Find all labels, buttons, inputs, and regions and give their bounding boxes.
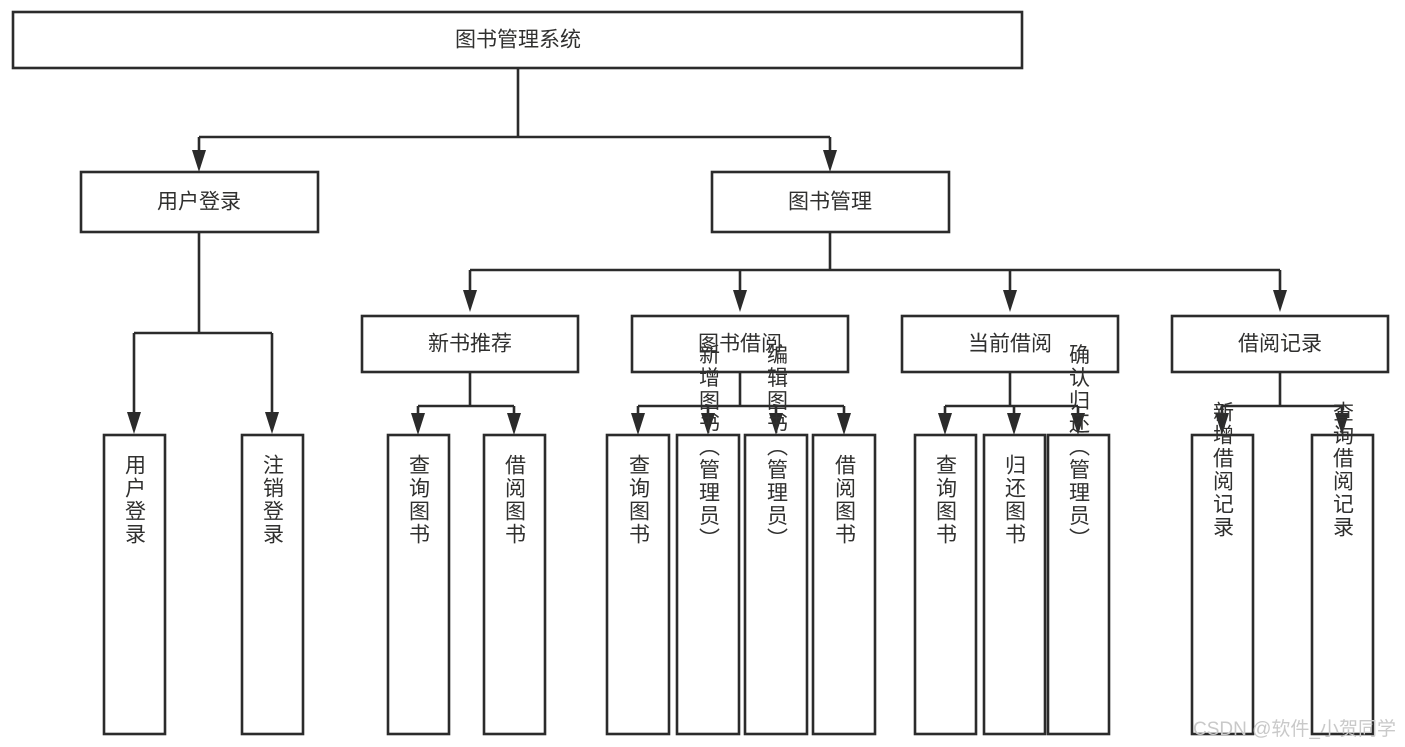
node-leaf-user-login-label: 用户登录 <box>123 454 147 546</box>
node-leaf-rec-query-book-label: 查询图书 <box>407 454 431 546</box>
arrow-to-new-book-rec <box>463 290 477 312</box>
node-leaf-rec-borrow-book[interactable]: 借阅图书 <box>482 433 547 736</box>
node-user-login-box[interactable] <box>79 170 320 234</box>
node-leaf-cur-query-book-box[interactable] <box>913 433 978 736</box>
node-book-borrow-box[interactable] <box>630 314 850 374</box>
node-user-login-label: 用户登录 <box>157 191 241 214</box>
node-root-box[interactable] <box>11 10 1024 70</box>
node-leaf-rec-add-record[interactable]: 新增借阅记录 <box>1190 401 1255 736</box>
node-leaf-borrow-query-book-box[interactable] <box>605 433 671 736</box>
node-leaf-rec-add-record-label: 新增借阅记录 <box>1211 401 1235 539</box>
node-leaf-borrow-add-book-box[interactable] <box>675 433 741 736</box>
node-book-manage[interactable]: 图书管理 <box>710 170 951 234</box>
arrow-to-book-borrow <box>733 290 747 312</box>
node-current-borrow-label: 当前借阅 <box>968 333 1052 356</box>
node-leaf-cur-query-book-label: 查询图书 <box>934 454 958 546</box>
node-leaf-rec-borrow-book-box[interactable] <box>482 433 547 736</box>
node-leaf-borrow-edit-book-label: 编辑图书（管理员） <box>765 344 789 551</box>
node-leaf-borrow-edit-book-box[interactable] <box>743 433 809 736</box>
node-leaf-logout-box[interactable] <box>240 433 305 736</box>
node-leaf-borrow-borrow-book[interactable]: 借阅图书 <box>811 433 877 736</box>
node-leaf-borrow-add-book-label: 新增图书（管理员） <box>697 344 721 551</box>
arrow-to-rec-query-book <box>411 413 425 435</box>
arrow-to-current-borrow <box>1003 290 1017 312</box>
node-borrow-record-label: 借阅记录 <box>1238 333 1322 356</box>
node-leaf-borrow-add-book[interactable]: 新增图书（管理员） <box>675 344 741 736</box>
node-leaf-borrow-query-book[interactable]: 查询图书 <box>605 433 671 736</box>
node-leaf-user-login-box[interactable] <box>102 433 167 736</box>
node-leaf-rec-query-book-box[interactable] <box>386 433 451 736</box>
node-root[interactable]: 图书管理系统 <box>11 10 1024 70</box>
arrow-to-cur-query-book <box>938 413 952 435</box>
node-current-borrow-box[interactable] <box>900 314 1120 374</box>
node-book-borrow[interactable]: 图书借阅 <box>630 314 850 374</box>
node-leaf-rec-query-record-box[interactable] <box>1310 433 1375 736</box>
node-borrow-record[interactable]: 借阅记录 <box>1170 314 1390 374</box>
node-leaf-cur-return-book-box[interactable] <box>982 433 1047 736</box>
node-leaf-cur-confirm-return-box[interactable] <box>1046 433 1111 736</box>
node-new-book-recommend[interactable]: 新书推荐 <box>360 314 580 374</box>
node-leaf-rec-query-book[interactable]: 查询图书 <box>386 433 451 736</box>
arrow-to-rec-borrow-book <box>507 413 521 435</box>
connector-layer <box>127 68 1349 435</box>
node-leaf-rec-borrow-book-label: 借阅图书 <box>503 454 527 546</box>
arrow-root-to-user-login <box>192 150 206 172</box>
node-leaf-user-login[interactable]: 用户登录 <box>102 433 167 736</box>
node-leaf-borrow-edit-book[interactable]: 编辑图书（管理员） <box>743 344 809 736</box>
node-leaf-rec-query-record-label: 查询借阅记录 <box>1331 401 1355 539</box>
arrow-to-cur-return-book <box>1007 413 1021 435</box>
arrow-to-borrow-borrow-book <box>837 413 851 435</box>
node-leaf-logout[interactable]: 注销登录 <box>240 433 305 736</box>
node-borrow-record-box[interactable] <box>1170 314 1390 374</box>
node-current-borrow[interactable]: 当前借阅 <box>900 314 1120 374</box>
node-book-manage-box[interactable] <box>710 170 951 234</box>
node-leaf-cur-return-book-label: 归还图书 <box>1003 454 1027 546</box>
node-leaf-cur-confirm-return-label: 确认归还（管理员） <box>1067 344 1091 551</box>
node-new-book-recommend-box[interactable] <box>360 314 580 374</box>
node-user-login[interactable]: 用户登录 <box>79 170 320 234</box>
node-leaf-rec-query-record[interactable]: 查询借阅记录 <box>1310 401 1375 736</box>
arrow-to-borrow-query-book <box>631 413 645 435</box>
node-leaf-cur-return-book[interactable]: 归还图书 <box>982 433 1047 736</box>
node-leaf-cur-confirm-return[interactable]: 确认归还（管理员） <box>1046 344 1111 736</box>
node-new-book-recommend-label: 新书推荐 <box>428 333 512 356</box>
node-leaf-borrow-borrow-book-label: 借阅图书 <box>833 454 857 546</box>
node-book-manage-label: 图书管理 <box>788 191 872 214</box>
arrow-to-leaf-logout <box>265 412 279 434</box>
arrow-to-leaf-user-login <box>127 412 141 434</box>
node-leaf-borrow-query-book-label: 查询图书 <box>627 454 651 546</box>
csdn-watermark: CSDN @软件_小贺同学 <box>1193 718 1396 740</box>
node-leaf-cur-query-book[interactable]: 查询图书 <box>913 433 978 736</box>
node-book-borrow-label: 图书借阅 <box>698 333 782 356</box>
node-leaf-logout-label: 注销登录 <box>261 454 285 546</box>
node-leaf-rec-add-record-box[interactable] <box>1190 433 1255 736</box>
node-leaf-borrow-borrow-book-box[interactable] <box>811 433 877 736</box>
node-root-label: 图书管理系统 <box>455 29 581 52</box>
arrow-to-borrow-record <box>1273 290 1287 312</box>
arrow-root-to-book-manage <box>823 150 837 172</box>
